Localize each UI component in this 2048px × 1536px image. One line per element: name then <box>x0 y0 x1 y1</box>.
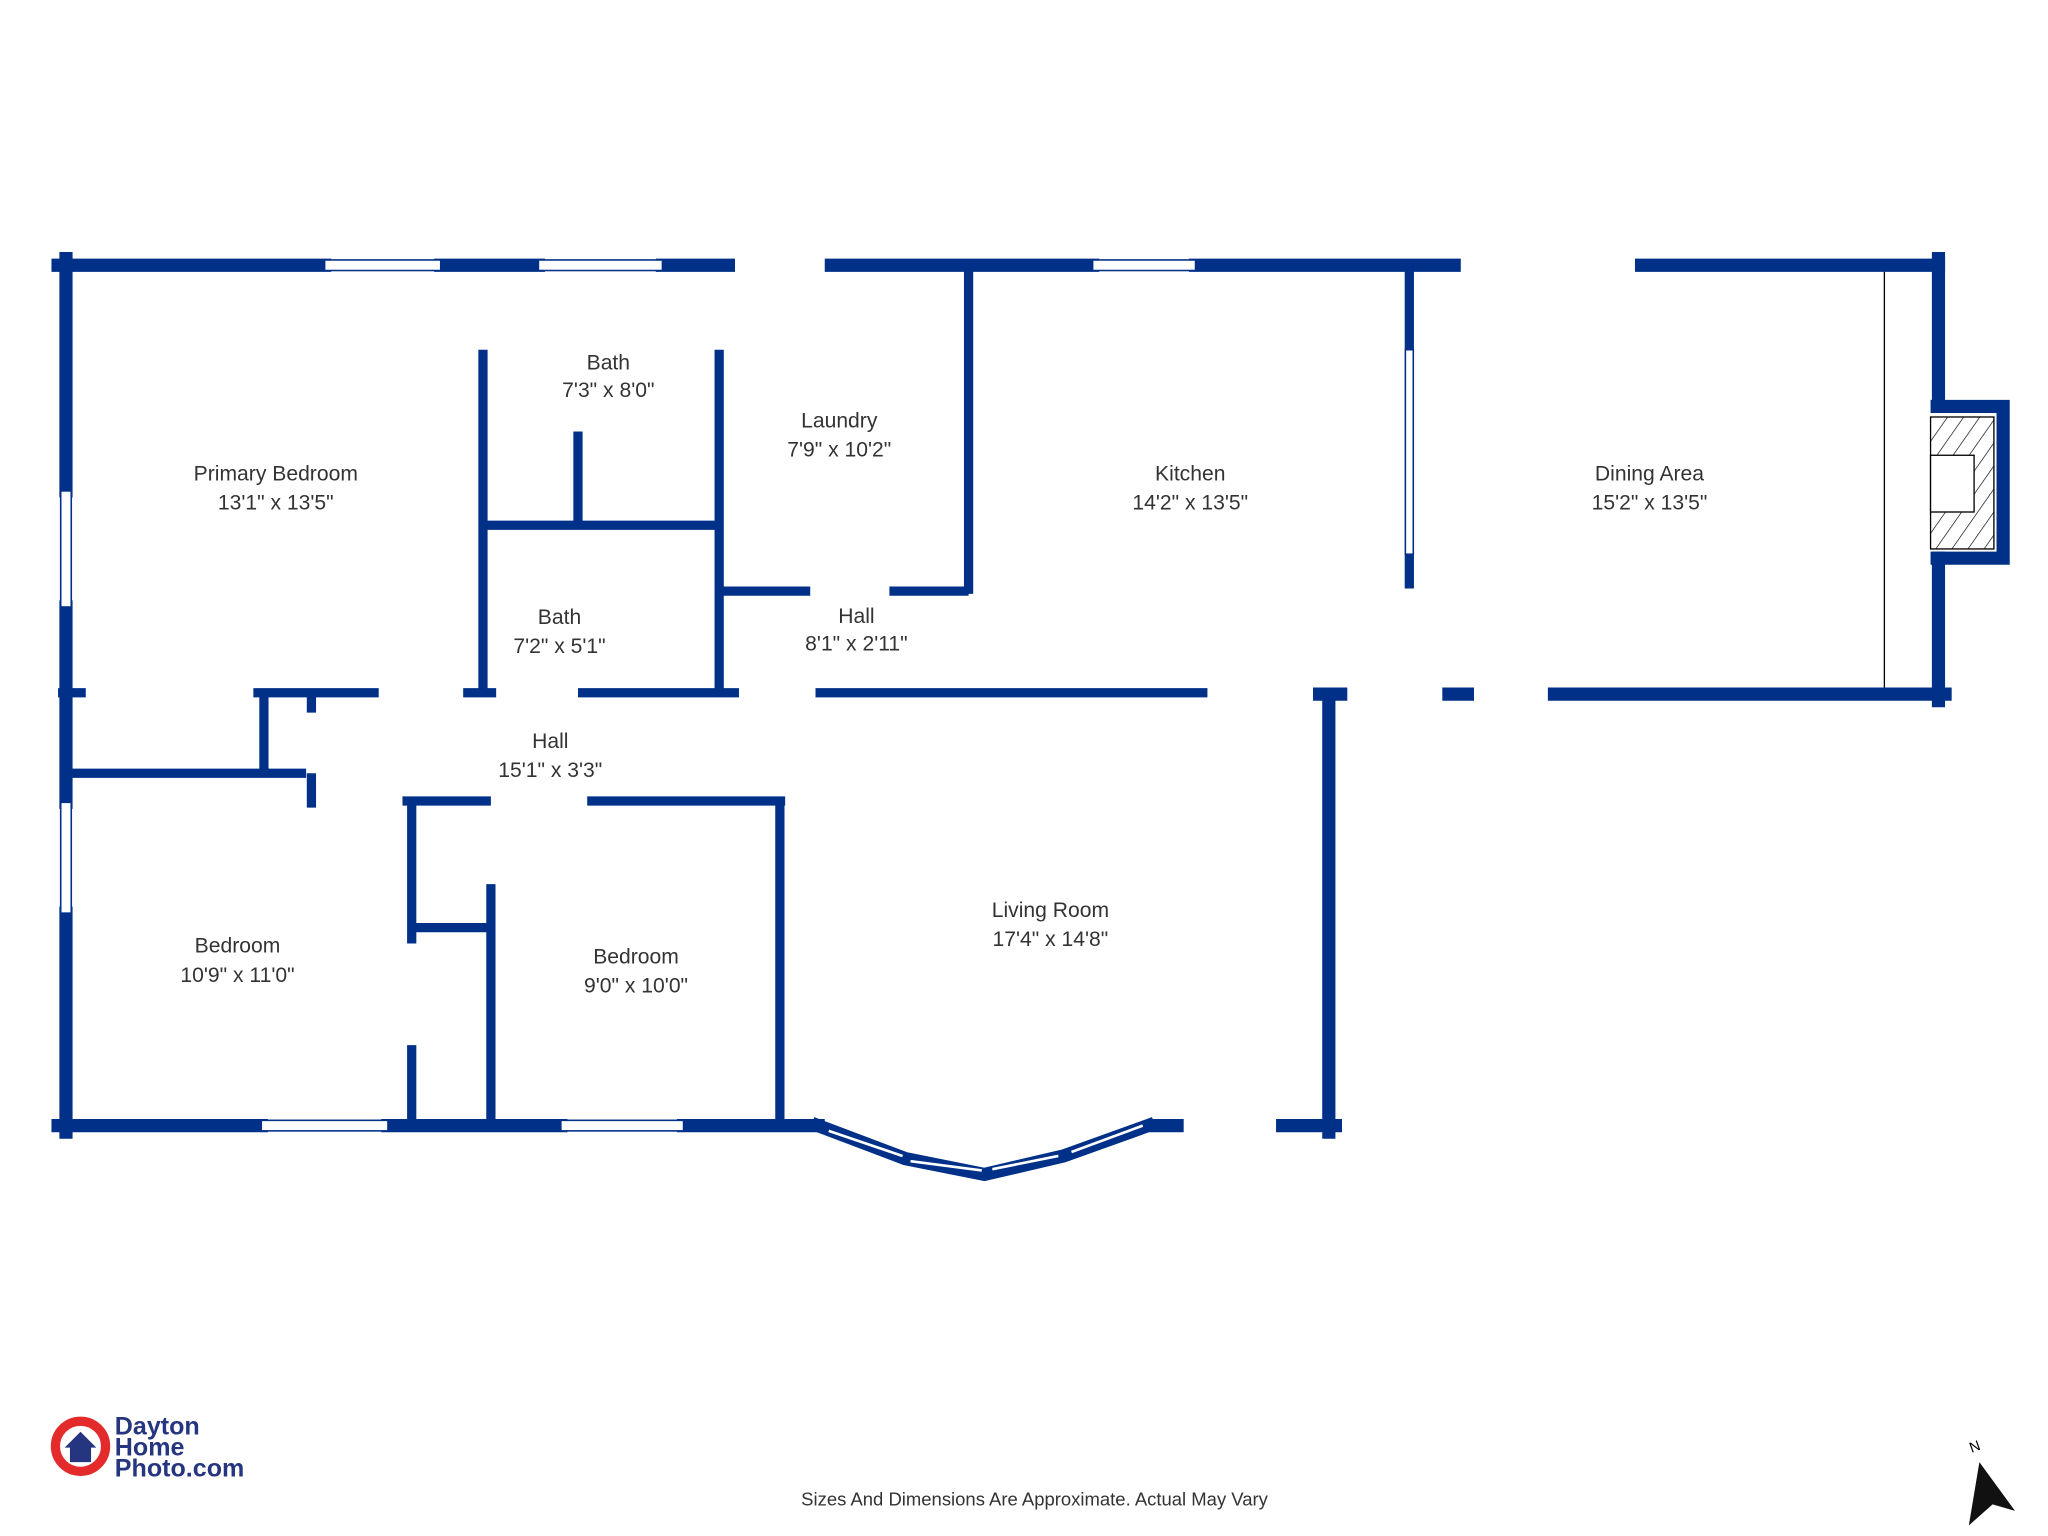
svg-text:10'9" x 11'0": 10'9" x 11'0" <box>180 964 294 987</box>
svg-text:Kitchen: Kitchen <box>1155 462 1225 485</box>
room-hall-2: Hall 15'1" x 3'3" <box>498 730 602 782</box>
room-bath-1: Bath 7'3" x 8'0" <box>562 351 654 402</box>
svg-text:Primary Bedroom: Primary Bedroom <box>194 462 358 485</box>
svg-text:Living Room: Living Room <box>992 899 1109 922</box>
north-arrow-icon <box>1968 1462 2016 1526</box>
svg-text:15'2" x 13'5": 15'2" x 13'5" <box>1592 491 1708 514</box>
svg-text:15'1" x 3'3": 15'1" x 3'3" <box>498 759 602 782</box>
svg-text:Laundry: Laundry <box>801 410 878 433</box>
windows <box>59 259 1415 1132</box>
svg-text:8'1" x 2'11": 8'1" x 2'11" <box>805 633 907 656</box>
room-labels: Primary Bedroom 13'1" x 13'5" Bath 7'3" x … <box>180 351 1707 997</box>
svg-text:13'1" x 13'5": 13'1" x 13'5" <box>218 491 334 514</box>
company-logo: Dayton Home Photo.com <box>50 1412 245 1483</box>
svg-text:Bedroom: Bedroom <box>593 945 679 968</box>
room-bedroom-2: Bedroom 9'0" x 10'0" <box>584 945 688 997</box>
room-bath-2: Bath 7'2" x 5'1" <box>513 606 605 658</box>
svg-text:14'2" x 13'5": 14'2" x 13'5" <box>1132 491 1248 514</box>
svg-text:7'2" x 5'1": 7'2" x 5'1" <box>513 635 605 658</box>
svg-text:7'3" x 8'0": 7'3" x 8'0" <box>562 379 654 402</box>
svg-text:Bedroom: Bedroom <box>195 935 281 958</box>
svg-text:7'9" x 10'2": 7'9" x 10'2" <box>787 439 891 462</box>
room-hall-1: Hall 8'1" x 2'11" <box>805 605 907 656</box>
svg-text:17'4" x 14'8": 17'4" x 14'8" <box>993 928 1109 951</box>
room-living-room: Living Room 17'4" x 14'8" <box>992 899 1109 951</box>
svg-text:9'0" x 10'0": 9'0" x 10'0" <box>584 974 688 997</box>
room-dining-area: Dining Area 15'2" x 13'5" <box>1592 462 1708 514</box>
room-laundry: Laundry 7'9" x 10'2" <box>787 410 891 462</box>
svg-text:Dayton: Dayton <box>115 1412 200 1440</box>
room-kitchen: Kitchen 14'2" x 13'5" <box>1132 462 1248 514</box>
svg-text:N: N <box>1967 1438 1982 1457</box>
svg-text:Photo.com: Photo.com <box>115 1455 245 1483</box>
disclaimer: Sizes And Dimensions Are Approximate. Ac… <box>801 1489 1268 1510</box>
svg-text:Hall: Hall <box>532 730 568 753</box>
svg-text:Bath: Bath <box>587 351 630 374</box>
walls <box>51 252 2010 1182</box>
room-primary-bedroom: Primary Bedroom 13'1" x 13'5" <box>194 462 358 514</box>
svg-text:Home: Home <box>115 1434 185 1462</box>
svg-text:Bath: Bath <box>538 606 581 629</box>
house-icon <box>64 1431 97 1463</box>
svg-text:Hall: Hall <box>838 605 874 628</box>
fireplace <box>1883 271 1995 688</box>
room-bedroom-1: Bedroom 10'9" x 11'0" <box>180 935 294 987</box>
north-compass: N <box>1967 1438 2016 1526</box>
svg-text:Dining Area: Dining Area <box>1595 462 1704 485</box>
